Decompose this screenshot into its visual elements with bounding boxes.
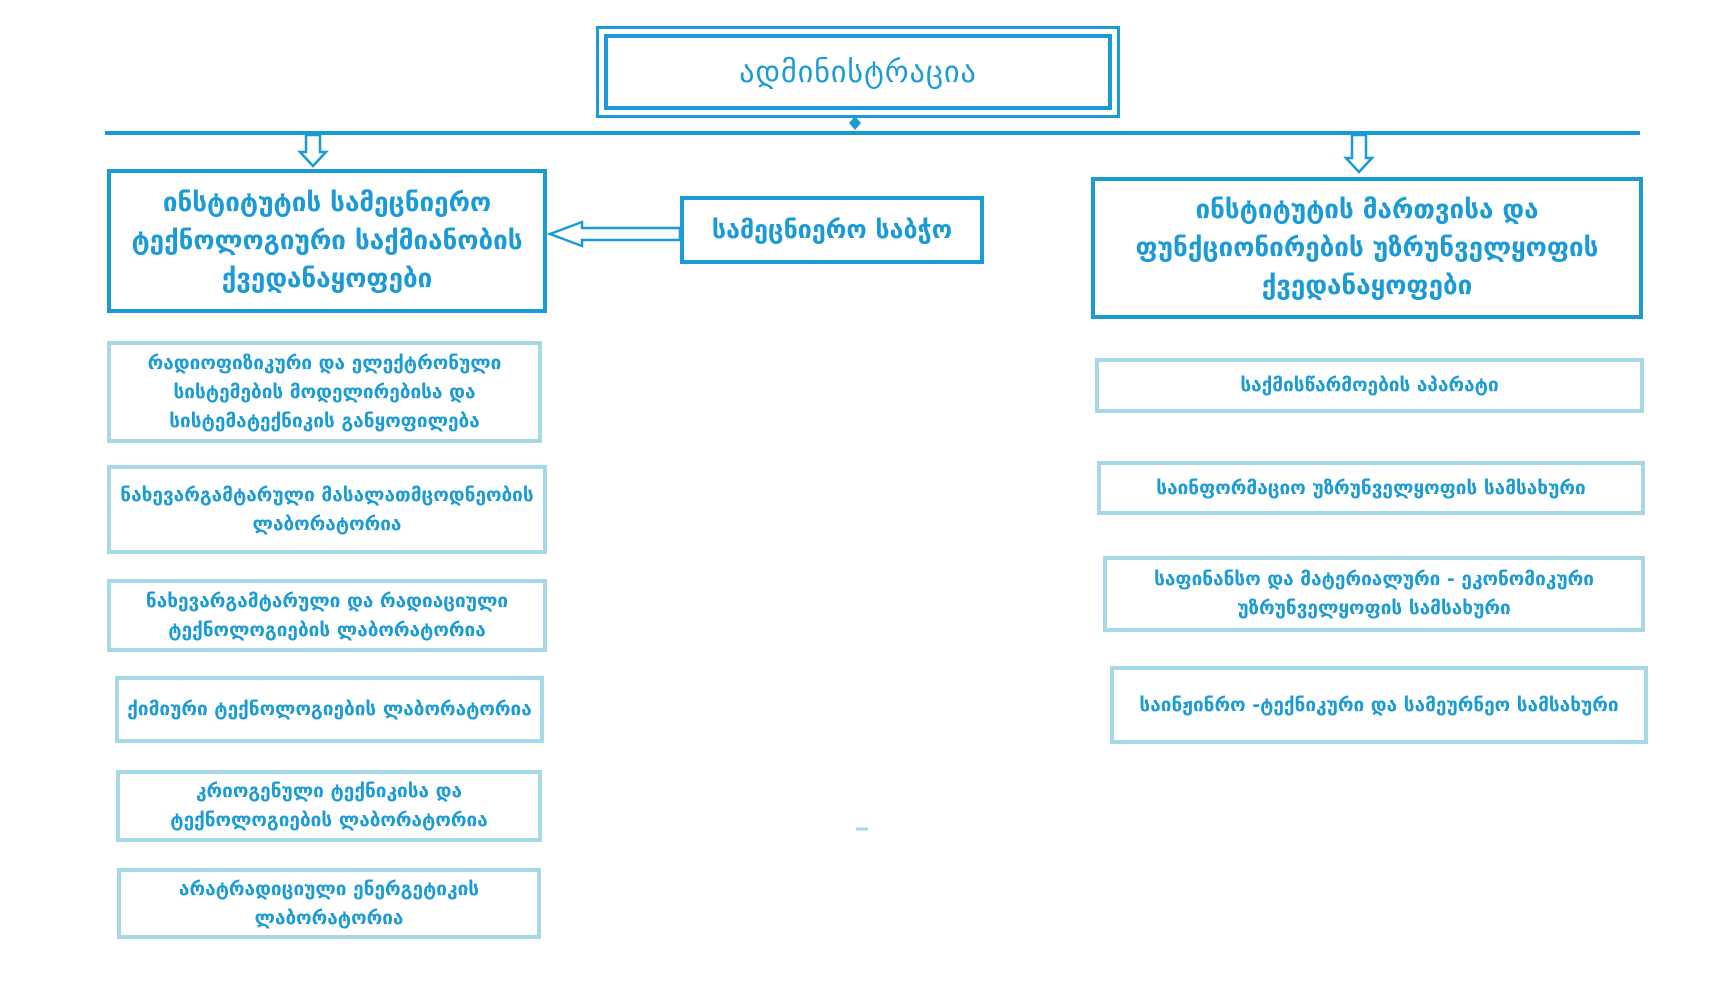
management-support-division-label: ინსტიტუტის მართვისა და ფუნქციონირების უზ… — [1135, 195, 1599, 301]
left-unit-label: რადიოფიზიკური და ელექტრონული სისტემების … — [147, 351, 502, 432]
left-unit-chemical-technologies: ქიმიური ტექნოლოგიების ლაბორატორია — [115, 676, 544, 743]
left-unit-cryogenic: კრიოგენული ტექნიკისა და ტექნოლოგიების ლა… — [116, 770, 542, 842]
left-unit-semiconductor-radiation: ნახევარგამტარული და რადიაციული ტექნოლოგი… — [107, 579, 547, 652]
left-unit-label: კრიოგენული ტექნიკისა და ტექნოლოგიების ლა… — [170, 780, 488, 831]
admin-connector-diamond — [849, 116, 861, 130]
left-unit-label: არატრადიციული ენერგეტიკის ლაბორატორია — [178, 877, 480, 929]
left-unit-radiophysics: რადიოფიზიკური და ელექტრონული სისტემების … — [107, 341, 542, 443]
right-down-arrow — [1343, 133, 1375, 174]
right-unit-records-office: საქმისწარმოების აპარატი — [1095, 358, 1644, 413]
left-unit-nontraditional-energy: არატრადიციული ენერგეტიკის ლაბორატორია — [117, 868, 541, 939]
administration-box: ადმინისტრაცია — [596, 26, 1120, 118]
scientific-council-label: სამეცნიერო საბჭო — [711, 215, 953, 244]
management-support-division-box: ინსტიტუტის მართვისა და ფუნქციონირების უზ… — [1091, 177, 1643, 319]
left-unit-label: ქიმიური ტექნოლოგიების ლაბორატორია — [127, 698, 532, 720]
left-unit-label: ნახევარგამტარული მასალათმცოდნეობის ლაბორ… — [120, 483, 534, 535]
left-down-arrow — [297, 133, 329, 168]
right-unit-engineering-technical: საინჟინრო -ტექნიკური და სამეურნეო სამსახ… — [1110, 666, 1648, 744]
right-unit-label: საქმისწარმოების აპარატი — [1240, 374, 1499, 396]
right-unit-information-support: საინფორმაციო უზრუნველყოფის სამსახური — [1097, 461, 1645, 515]
right-unit-finance-economic: საფინანსო და მატერიალური - ეკონომიკური უ… — [1103, 556, 1645, 632]
council-to-division-arrow — [546, 220, 682, 248]
left-unit-label: ნახევარგამტარული და რადიაციული ტექნოლოგი… — [145, 589, 509, 641]
scientific-technological-division-label: ინსტიტუტის სამეცნიერო ტექნოლოგიური საქმი… — [131, 188, 523, 294]
administration-label: ადმინისტრაცია — [739, 54, 977, 90]
right-unit-label: საინფორმაციო უზრუნველყოფის სამსახური — [1156, 476, 1586, 499]
right-unit-label: საფინანსო და მატერიალური - ეკონომიკური უ… — [1154, 568, 1594, 619]
scientific-council-box: სამეცნიერო საბჭო — [680, 196, 984, 264]
scientific-technological-division-box: ინსტიტუტის სამეცნიერო ტექნოლოგიური საქმი… — [107, 169, 547, 313]
left-unit-semiconductor-materials: ნახევარგამტარული მასალათმცოდნეობის ლაბორ… — [107, 465, 547, 554]
right-unit-label: საინჟინრო -ტექნიკური და სამეურნეო სამსახ… — [1139, 693, 1619, 716]
